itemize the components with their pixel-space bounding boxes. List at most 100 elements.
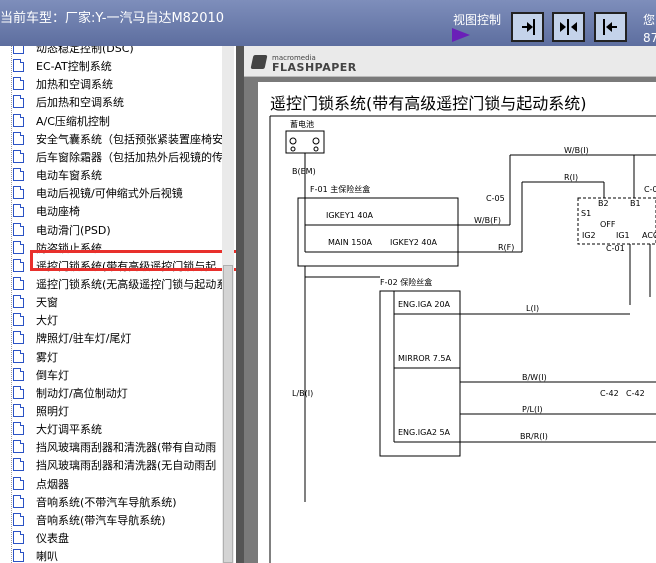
sidebar-item[interactable]: A/C压缩机控制 [0,112,222,130]
sidebar-item-label: 点烟器 [36,477,69,491]
sidebar-item[interactable]: 倒车灯 [0,366,222,384]
sidebar-item-label: 电动后视镜/可伸缩式外后视镜 [36,187,183,201]
selection-highlight [30,250,236,271]
sidebar-item[interactable]: 安全气囊系统（包括预张紧装置座椅安 [0,130,223,148]
main-fuse-block [297,197,459,267]
sidebar-item[interactable]: 喇叭 [0,547,222,563]
fuse-engiga: ENG.IGA 20A [398,300,451,309]
document-icon [13,331,24,345]
document-icon [13,440,24,454]
document-icon [13,168,24,182]
brand-big-text: FLASHPAPER [272,61,357,74]
sidebar-item-label: 电动座椅 [36,205,80,219]
sidebar-item-label: 安全气囊系统（包括预张紧装置座椅安 [36,132,223,146]
sidebar-item-label: 照明灯 [36,405,69,418]
sidebar-item-label: 音响系统(带汽车导航系统) [36,513,166,527]
header-edge-text: 您 [643,13,656,27]
sidebar-item[interactable]: 雾灯 [0,348,222,366]
document-page: 遥控门锁系统(带有高级遥控门锁与起动系统) 蓄电池 B(EM) F-01 主保险… [258,82,656,563]
fuse-engiga2: ENG.IGA2 5A [398,428,451,437]
sidebar-item-label: 电动车窗系统 [36,169,102,183]
sidebar-item[interactable]: 大灯调平系统 [0,420,222,438]
fuse-block-2 [379,290,461,457]
sidebar-item[interactable]: 点烟器 [0,475,222,493]
sidebar-item[interactable]: 大灯 [0,311,222,329]
fuse-mirror: MIRROR 7.5A [398,354,452,363]
sidebar-item[interactable]: 后加热和空调系统 [0,93,222,111]
fuse-igkey1: IGKEY1 40A [326,211,374,220]
sidebar-item[interactable]: 加热和空调系统 [0,75,222,93]
sidebar-item[interactable]: 电动滑门(PSD) [0,221,222,239]
document-icon [13,385,24,399]
document-icon [13,367,24,381]
split-view-button[interactable] [552,12,585,42]
document-icon [13,113,24,127]
sidebar-item-label: EC-AT控制系统 [36,60,112,74]
battery-label: 蓄电池 [290,119,314,129]
sidebar-item-label: 喇叭 [36,550,58,563]
document-icon [13,494,24,508]
switch-b2: B2 [598,199,609,208]
connector-c0: C-0 [644,185,656,194]
sidebar-item[interactable]: 音响系统(带汽车导航系统) [0,511,222,529]
pane-splitter[interactable] [236,46,244,563]
document-icon [13,295,24,309]
document-icon [13,222,24,236]
wire-brri-label: BR/R(I) [520,432,548,441]
sidebar-item[interactable]: EC-AT控制系统 [0,57,222,75]
document-icon [13,476,24,490]
sidebar-item-label: 后车窗除霜器（包括加热外后视镜的传 [36,150,223,164]
collapse-sidebar-button[interactable] [511,12,544,42]
wire-bwi-label: B/W(I) [522,373,547,382]
document-icon [13,422,24,436]
sidebar-item-label: 牌照灯/驻车灯/尾灯 [36,332,132,346]
switch-b1: B1 [630,199,641,208]
wire-pli-label: P/L(I) [522,405,543,414]
sidebar-item[interactable]: 照明灯 [0,402,222,420]
wiring-diagram: 蓄电池 B(EM) F-01 主保险丝盒 IGKEY1 40A MAIN 150… [269,115,656,563]
sidebar-item[interactable]: 挡风玻璃雨刮器和清洗器(无自动雨刮 [0,456,222,474]
document-icon [13,276,24,290]
document-icon [13,240,24,254]
switch-ig1: IG1 [616,231,630,240]
document-icon [13,46,24,54]
connector-c01: C-01 [606,244,625,253]
sidebar-scroll-thumb[interactable] [223,265,233,563]
sidebar-item[interactable]: 牌照灯/驻车灯/尾灯 [0,329,222,347]
ignition-switch [577,197,656,245]
document-icon [13,131,24,145]
window-title: 当前车型：厂家:Y-一汽马自达M82010 [0,11,225,26]
sidebar-item-label: 大灯调平系统 [36,423,102,437]
sidebar-item[interactable]: 电动座椅 [0,202,222,220]
sidebar-item-label: 雾灯 [36,350,58,364]
sidebar-item[interactable]: 电动车窗系统 [0,166,222,184]
fuse-igkey2: IGKEY2 40A [390,238,438,247]
document-icon [13,258,24,272]
wire-bem-label: B(EM) [292,167,316,176]
sidebar-item-label: 仪表盘 [36,532,69,546]
block2-label: F-02 保险丝盒 [380,277,432,287]
sidebar-item[interactable]: 音响系统(不带汽车导航系统) [0,493,222,511]
document-icon [13,149,24,163]
document-icon [13,204,24,218]
sidebar-item[interactable]: 遥控门锁系统(无高级遥控门锁与起动系 [0,275,227,293]
expand-view-button[interactable] [594,12,627,42]
sidebar-item[interactable]: 天窗 [0,293,222,311]
sidebar-item[interactable]: 后车窗除霜器（包括加热外后视镜的传 [0,148,223,166]
sidebar-item-label: 音响系统(不带汽车导航系统) [36,495,177,509]
connector-c05: C-05 [486,194,505,203]
document-icon [13,549,24,563]
document-icon [13,59,24,73]
sidebar-item[interactable]: 电动后视镜/可伸缩式外后视镜 [0,184,222,202]
sidebar-item[interactable]: 制动灯/高位制动灯 [0,384,222,402]
sidebar-item-label: 挡风玻璃雨刮器和清洗器(带有自动雨 [36,441,217,455]
view-control-arrow-icon[interactable] [452,28,470,42]
sidebar-item-label: 遥控门锁系统(无高级遥控门锁与起动系 [36,277,228,291]
left-arrow-bar-icon [603,19,617,35]
sidebar-item[interactable]: 挡风玻璃雨刮器和清洗器(带有自动雨 [0,438,222,456]
sidebar-item[interactable]: 动态稳定控制(DSC) [0,46,222,57]
sidebar-item[interactable]: 仪表盘 [0,529,222,547]
switch-s1: S1 [581,209,591,218]
block1-label: F-01 主保险丝盒 [310,184,370,194]
